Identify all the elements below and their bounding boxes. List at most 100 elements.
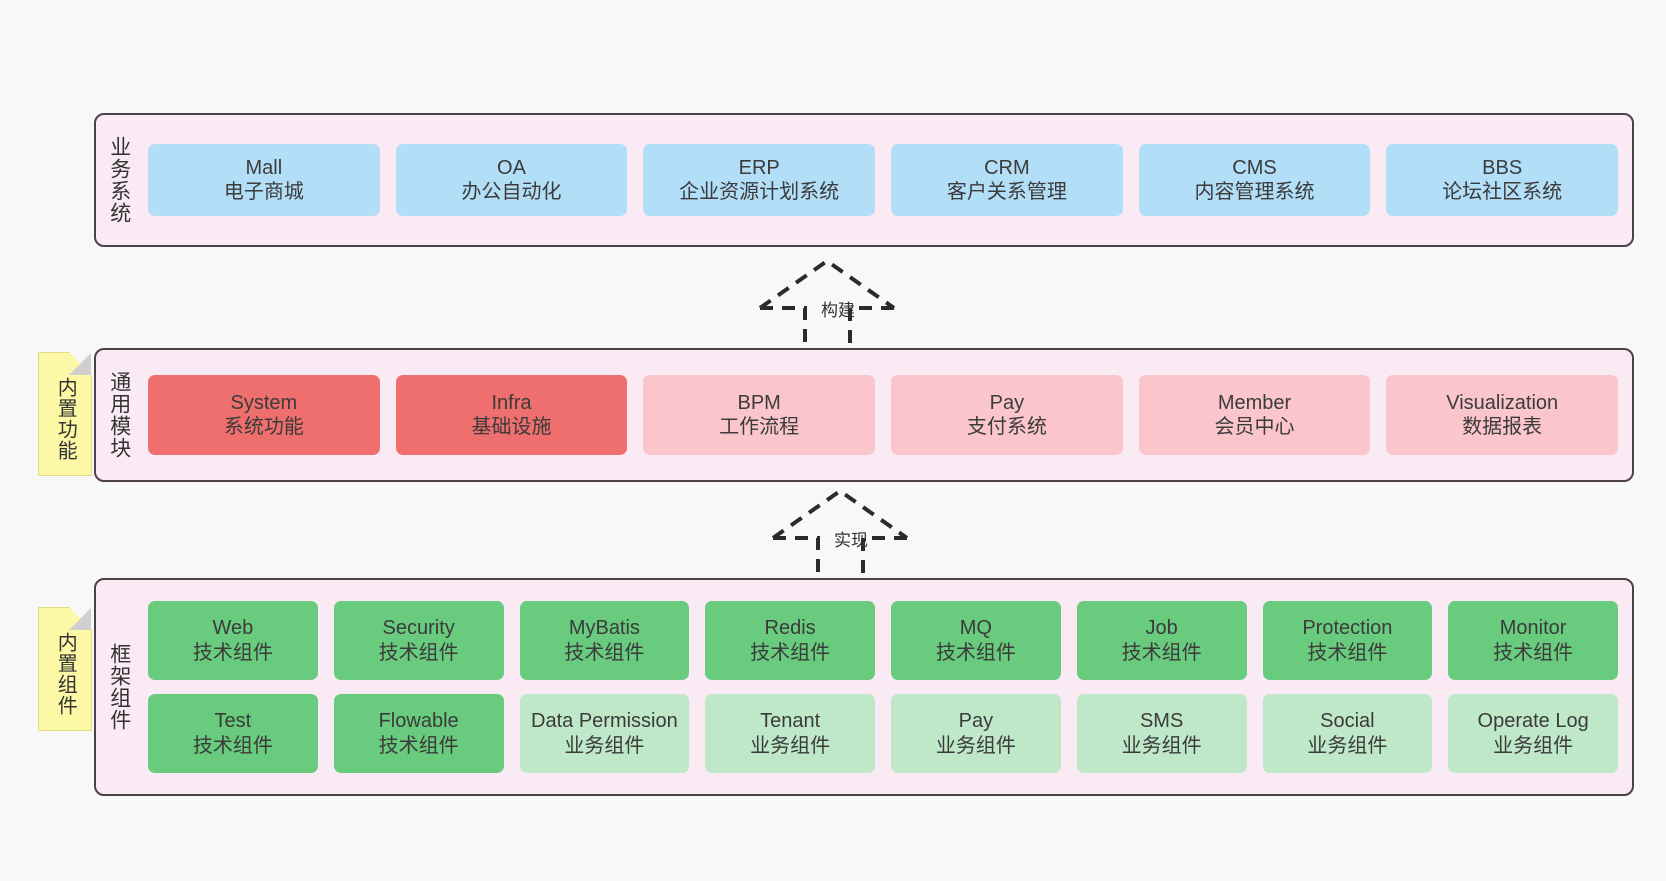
node-pay-module[interactable]: Pay 支付系统 [891, 375, 1123, 455]
node-subtitle: 业务组件 [1121, 734, 1202, 757]
node-subtitle: 业务组件 [1307, 734, 1388, 757]
node-subtitle: 业务组件 [750, 734, 831, 757]
node-title: Test [214, 710, 252, 733]
row: Test 技术组件 Flowable 技术组件 Data Permission … [148, 694, 1618, 773]
layer-business-systems: 业务系统 Mall 电子商城 OA 办公自动化 ERP 企业资源计划系统 CRM… [94, 113, 1634, 247]
row: System 系统功能 Infra 基础设施 BPM 工作流程 Pay 支付系统… [148, 375, 1619, 455]
node-title: Tenant [760, 710, 821, 733]
node-test[interactable]: Test 技术组件 [148, 694, 318, 773]
node-subtitle: 技术组件 [935, 641, 1016, 664]
node-title: Pay [958, 710, 994, 733]
layer-body-business: Mall 电子商城 OA 办公自动化 ERP 企业资源计划系统 CRM 客户关系… [142, 115, 1632, 245]
node-tenant[interactable]: Tenant 业务组件 [705, 694, 875, 773]
layer-framework-components: 框架组件 Web 技术组件 Security 技术组件 MyBatis 技术组件… [94, 578, 1634, 796]
node-subtitle: 技术组件 [192, 734, 273, 757]
node-subtitle: 会员中心 [1214, 416, 1295, 438]
layer-title-modules: 通用模块 [107, 371, 131, 459]
node-title: System [230, 391, 298, 414]
node-sms[interactable]: SMS 业务组件 [1076, 694, 1247, 773]
node-title: Data Permission [531, 710, 678, 733]
node-subtitle: 支付系统 [966, 416, 1047, 438]
node-title: CMS [1232, 156, 1277, 179]
node-infra[interactable]: Infra 基础设施 [395, 375, 628, 455]
node-title: SMS [1139, 710, 1184, 733]
node-web[interactable]: Web 技术组件 [148, 601, 318, 680]
node-security[interactable]: Security 技术组件 [333, 601, 504, 680]
layer-common-modules: 通用模块 System 系统功能 Infra 基础设施 BPM 工作流程 Pay… [94, 348, 1634, 482]
layer-title-frame: 框架组件 [107, 643, 131, 731]
node-subtitle: 技术组件 [378, 734, 459, 757]
node-mybatis[interactable]: MyBatis 技术组件 [519, 601, 690, 680]
node-title: Mall [245, 156, 283, 179]
node-cms[interactable]: CMS 内容管理系统 [1138, 144, 1371, 216]
node-subtitle: 数据报表 [1462, 416, 1543, 438]
layer-body-frame: Web 技术组件 Security 技术组件 MyBatis 技术组件 Redi… [142, 580, 1632, 794]
node-title: Monitor [1499, 617, 1567, 640]
node-title: Member [1217, 391, 1292, 414]
node-subtitle: 办公自动化 [461, 181, 562, 203]
node-social[interactable]: Social 业务组件 [1262, 694, 1433, 773]
note-builtin-functions: 内置功能 [38, 352, 92, 476]
arrow-implement-label: 实现 [834, 531, 868, 550]
node-subtitle: 论坛社区系统 [1442, 181, 1563, 203]
note-builtin-components: 内置组件 [38, 607, 92, 731]
node-subtitle: 基础设施 [471, 416, 552, 438]
node-redis[interactable]: Redis 技术组件 [705, 601, 875, 680]
row: Web 技术组件 Security 技术组件 MyBatis 技术组件 Redi… [148, 601, 1618, 680]
arrow-build-label: 构建 [821, 301, 855, 320]
node-operate-log[interactable]: Operate Log 业务组件 [1448, 694, 1618, 773]
node-subtitle: 业务组件 [564, 734, 645, 757]
node-oa[interactable]: OA 办公自动化 [395, 144, 628, 216]
node-subtitle: 业务组件 [935, 734, 1016, 757]
arrow-build-icon [758, 258, 896, 356]
note-text: 内置功能 [54, 377, 77, 461]
node-subtitle: 客户关系管理 [946, 181, 1067, 203]
arrow-implement: 实现 [768, 486, 948, 586]
node-visualization[interactable]: Visualization 数据报表 [1386, 375, 1619, 455]
node-title: Social [1320, 710, 1375, 733]
node-subtitle: 工作流程 [719, 416, 800, 438]
node-title: Pay [989, 391, 1025, 414]
node-title: MyBatis [568, 617, 640, 640]
node-system[interactable]: System 系统功能 [148, 375, 380, 455]
node-subtitle: 电子商城 [223, 181, 304, 203]
node-subtitle: 技术组件 [1493, 641, 1574, 664]
node-crm[interactable]: CRM 客户关系管理 [891, 144, 1123, 216]
node-mq[interactable]: MQ 技术组件 [891, 601, 1061, 680]
node-title: CRM [984, 156, 1030, 179]
node-title: ERP [738, 156, 780, 179]
node-flowable[interactable]: Flowable 技术组件 [333, 694, 504, 773]
layer-title-business: 业务系统 [107, 136, 131, 224]
node-pay-component[interactable]: Pay 业务组件 [891, 694, 1061, 773]
node-monitor[interactable]: Monitor 技术组件 [1448, 601, 1618, 680]
node-subtitle: 内容管理系统 [1194, 181, 1315, 203]
node-title: BBS [1482, 156, 1523, 179]
node-member[interactable]: Member 会员中心 [1138, 375, 1371, 455]
node-title: Security [382, 617, 455, 640]
node-erp[interactable]: ERP 企业资源计划系统 [643, 144, 876, 216]
arrow-build: 构建 [755, 256, 935, 356]
node-title: Infra [491, 391, 532, 414]
node-data-permission[interactable]: Data Permission 业务组件 [519, 694, 690, 773]
node-subtitle: 技术组件 [750, 641, 831, 664]
node-title: MQ [959, 617, 992, 640]
node-subtitle: 技术组件 [1307, 641, 1388, 664]
node-bbs[interactable]: BBS 论坛社区系统 [1386, 144, 1619, 216]
arrow-implement-icon [771, 488, 909, 586]
layer-body-modules: System 系统功能 Infra 基础设施 BPM 工作流程 Pay 支付系统… [142, 350, 1632, 480]
node-title: BPM [737, 391, 781, 414]
node-title: Job [1145, 617, 1178, 640]
node-job[interactable]: Job 技术组件 [1076, 601, 1247, 680]
node-title: Visualization [1446, 391, 1559, 414]
row: Mall 电子商城 OA 办公自动化 ERP 企业资源计划系统 CRM 客户关系… [148, 144, 1619, 216]
node-subtitle: 系统功能 [223, 416, 304, 438]
node-subtitle: 技术组件 [564, 641, 645, 664]
node-title: Protection [1302, 617, 1393, 640]
node-protection[interactable]: Protection 技术组件 [1262, 601, 1433, 680]
node-subtitle: 业务组件 [1493, 734, 1574, 757]
node-title: Flowable [378, 710, 459, 733]
node-mall[interactable]: Mall 电子商城 [148, 144, 380, 216]
node-subtitle: 技术组件 [378, 641, 459, 664]
node-bpm[interactable]: BPM 工作流程 [643, 375, 876, 455]
